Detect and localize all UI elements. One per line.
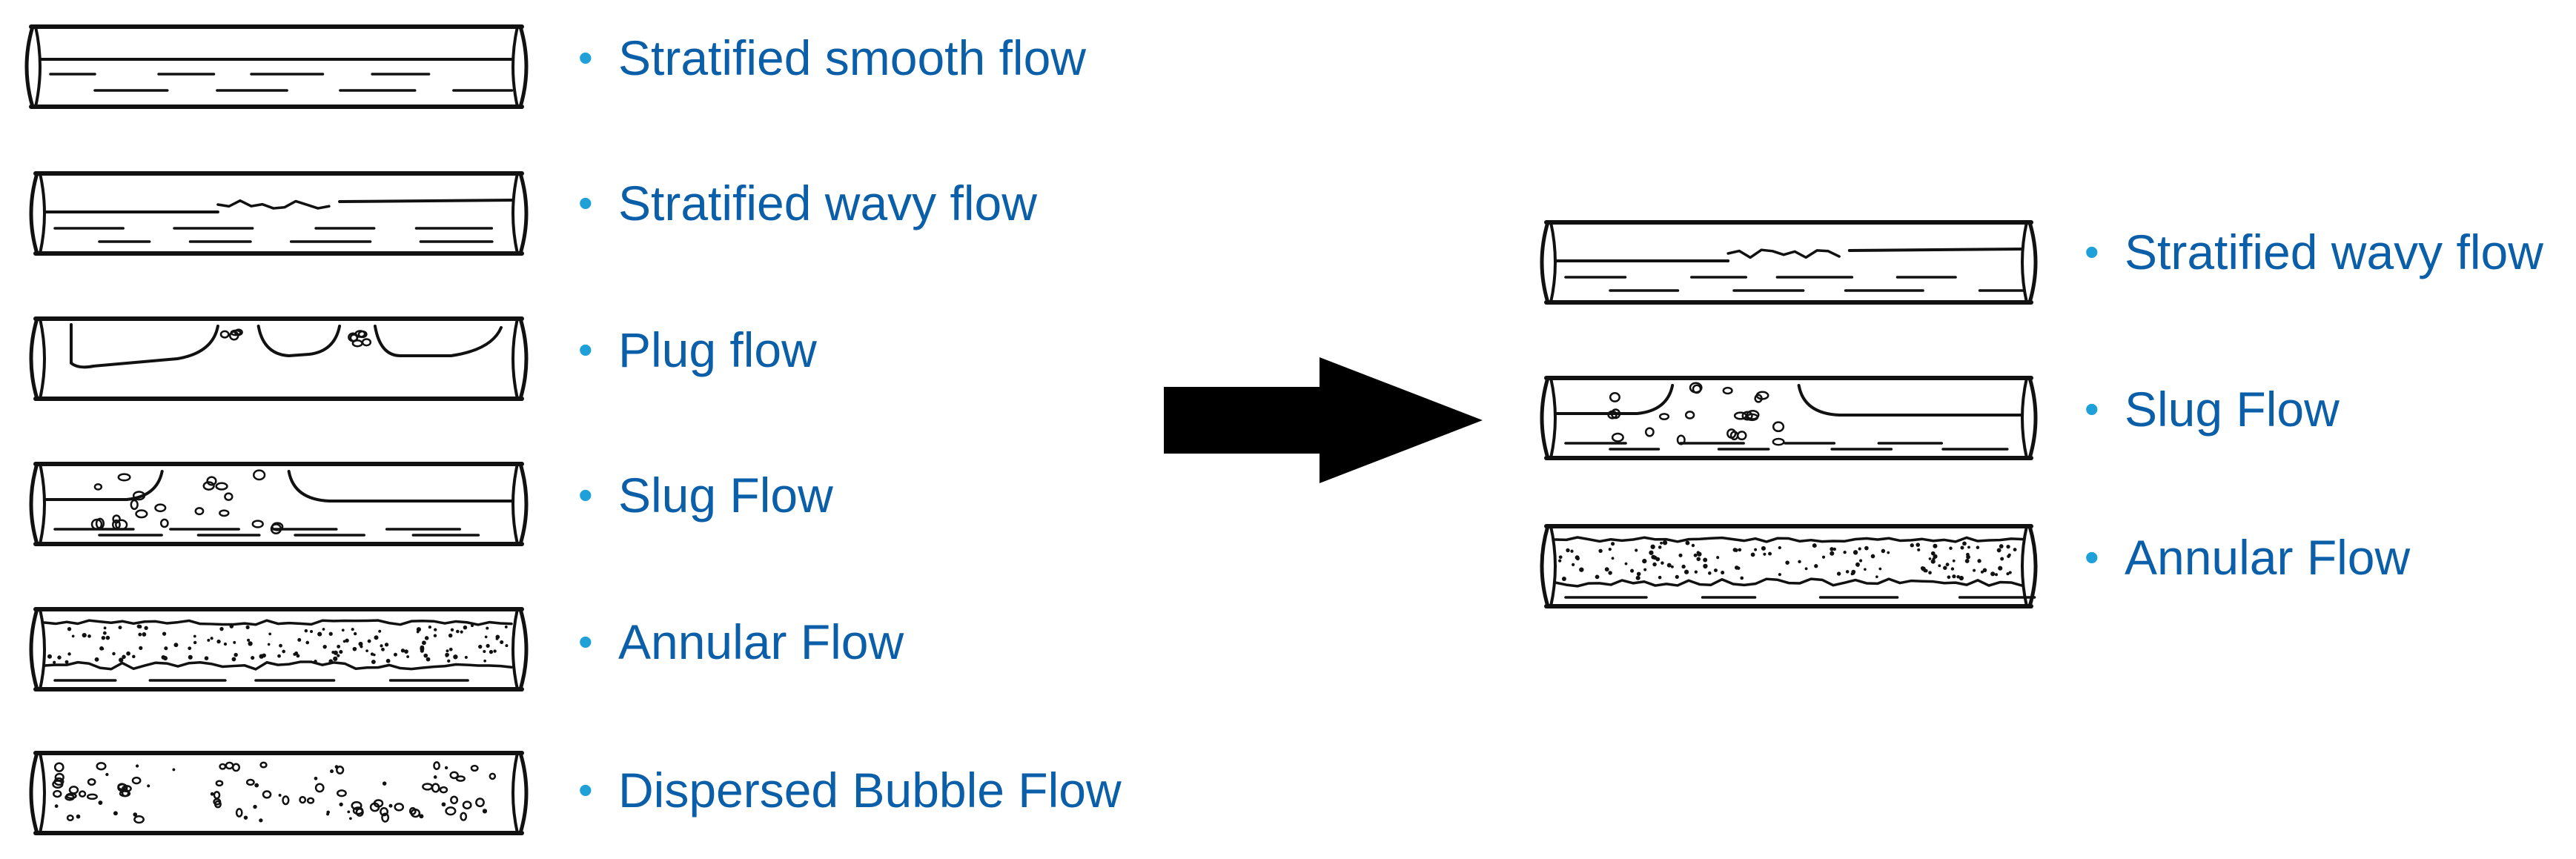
pipe-stratified-smooth-icon xyxy=(24,24,529,109)
flow-label-plug: • Plug flow xyxy=(578,320,817,379)
bullet: • xyxy=(2085,534,2099,580)
label-text: Annular Flow xyxy=(2125,530,2411,585)
label-text: Plug flow xyxy=(618,322,817,377)
pipe-annular-icon xyxy=(29,607,529,691)
pipe-plug-icon xyxy=(29,316,529,401)
label-text: Stratified smooth flow xyxy=(618,30,1086,85)
bullet: • xyxy=(2085,228,2099,275)
pipe-annular-icon xyxy=(1540,524,2038,608)
flow-label-slug: • Slug Flow xyxy=(2085,379,2340,439)
pipe-dispersed-bubble-icon xyxy=(29,751,529,835)
bullet: • xyxy=(2085,385,2099,432)
bullet: • xyxy=(578,766,593,813)
label-text: Slug Flow xyxy=(618,468,833,523)
label-text: Stratified wavy flow xyxy=(618,176,1037,230)
bullet: • xyxy=(578,618,593,665)
bullet: • xyxy=(578,326,593,373)
bullet: • xyxy=(578,471,593,518)
flow-label-stratified-wavy: • Stratified wavy flow xyxy=(2085,222,2543,282)
flow-label-stratified-wavy: • Stratified wavy flow xyxy=(578,173,1037,233)
bullet: • xyxy=(578,179,593,226)
pipe-stratified-wavy-icon xyxy=(1540,220,2038,305)
pipe-slug-icon xyxy=(29,462,529,546)
flow-label-stratified-smooth: • Stratified smooth flow xyxy=(578,28,1086,87)
right-arrow-icon xyxy=(1164,357,1483,483)
bullet: • xyxy=(578,34,593,81)
flow-label-annular: • Annular Flow xyxy=(578,612,904,671)
label-text: Annular Flow xyxy=(618,614,904,669)
label-text: Stratified wavy flow xyxy=(2125,225,2543,279)
label-text: Slug Flow xyxy=(2125,382,2340,437)
pipe-slug-icon xyxy=(1540,376,2038,460)
flow-label-dispersed-bubble: • Dispersed Bubble Flow xyxy=(578,760,1122,820)
label-text: Dispersed Bubble Flow xyxy=(618,763,1122,817)
flow-label-slug: • Slug Flow xyxy=(578,465,833,525)
pipe-stratified-wavy-icon xyxy=(29,171,529,256)
flow-label-annular: • Annular Flow xyxy=(2085,528,2410,587)
